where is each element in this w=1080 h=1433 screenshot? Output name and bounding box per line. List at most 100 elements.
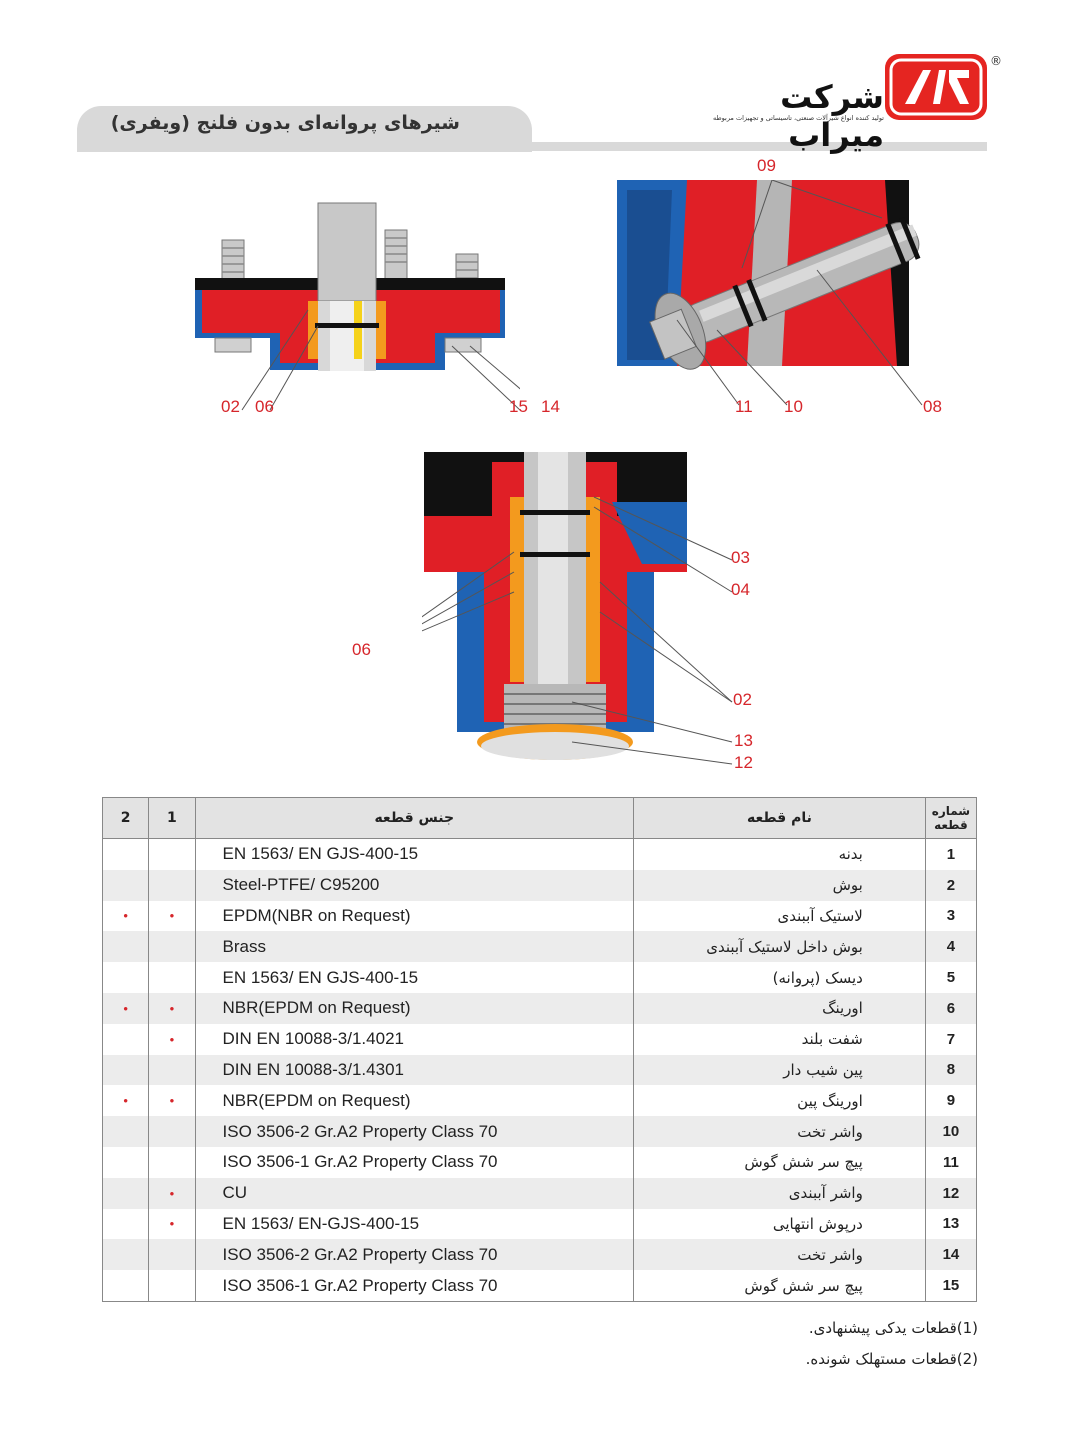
cell-part-number: 5 [924,962,978,993]
callout-10: 10 [784,397,803,416]
cell-part-name: بدنه [633,838,926,870]
cell-part-name: واشر تخت [633,1116,926,1147]
page-title: شیرهای پروانه‌ای بدون فلنج (ویفری) [110,112,460,134]
marker-spare [148,1270,196,1302]
marker-spare [148,931,196,963]
marker-consumable [101,1054,150,1086]
callout-04: 04 [731,580,750,599]
cell-material: NBR(EPDM on Request) [194,1085,635,1117]
cell-material: EN 1563/ EN GJS-400-15 [194,838,635,870]
col-header-material: جنس قطعه [194,797,635,839]
marker-consumable [101,869,150,901]
cell-part-name: واشر آببندی [633,1177,926,1209]
cell-part-name: واشر تخت [633,1239,926,1271]
cell-material: DIN EN 10088-3/1.4021 [194,1023,635,1055]
header-rule [77,142,987,151]
table-header-row: 2 1 جنس قطعه نام قطعه شماره قطعه [101,797,978,839]
cell-part-number: 7 [924,1023,978,1055]
marker-consumable: • [101,900,150,932]
cell-part-name: لاستیک آببندی [633,900,926,932]
marker-spare [148,869,196,901]
figure-pin-detail [617,180,947,420]
marker-consumable [101,931,150,963]
marker-spare [148,838,196,870]
callout-03: 03 [731,548,750,567]
marker-spare: • [148,900,196,932]
callout-08: 08 [923,397,942,416]
parts-table: 2 1 جنس قطعه نام قطعه شماره قطعه EN 1563… [101,797,978,1302]
cell-material: EN 1563/ EN GJS-400-15 [194,962,635,993]
marker-spare [148,962,196,993]
cell-material: Steel-PTFE/ C95200 [194,869,635,901]
callout-02-bottom: 02 [733,690,752,709]
cell-part-number: 2 [924,869,978,901]
marker-spare [148,1239,196,1271]
marker-consumable [101,1023,150,1055]
callout-14: 14 [541,397,560,416]
cell-part-number: 13 [924,1208,978,1240]
callout-06-bottom: 06 [352,640,371,659]
marker-consumable [101,1208,150,1240]
marker-consumable [101,1177,150,1209]
cell-part-number: 12 [924,1177,978,1209]
marker-spare [148,1054,196,1086]
cell-part-number: 11 [924,1146,978,1178]
cell-part-number: 4 [924,931,978,963]
cell-part-name: پین شیب دار [633,1054,926,1086]
cell-part-number: 15 [924,1270,978,1302]
cell-part-name: پیچ سر شش گوش [633,1270,926,1302]
cell-part-number: 6 [924,992,978,1024]
company-logo-mark [885,54,987,120]
cell-material: CU [194,1177,635,1209]
note-spare-parts: (1)قطعات یدکی پیشنهادی. [808,1319,978,1337]
marker-consumable [101,1270,150,1302]
callout-12: 12 [734,753,753,772]
marker-spare: • [148,1208,196,1240]
marker-consumable [101,962,150,993]
callout-11: 11 [735,397,753,416]
note-consumable-parts: (2)قطعات مستهلک شونده. [805,1350,978,1368]
callout-15: 15 [509,397,528,416]
cell-material: DIN EN 10088-3/1.4301 [194,1054,635,1086]
cell-part-number: 10 [924,1116,978,1147]
cell-material: ISO 3506-2 Gr.A2 Property Class 70 [194,1239,635,1271]
cell-part-name: بوش [633,869,926,901]
col-header-part-number: شماره قطعه [924,797,978,839]
cell-part-number: 3 [924,900,978,932]
cell-part-name: دیسک (پروانه) [633,962,926,993]
marker-spare [148,1116,196,1147]
cell-part-name: بوش داخل لاستیک آببندی [633,931,926,963]
marker-spare [148,1146,196,1178]
cell-part-number: 9 [924,1085,978,1117]
callout-09: 09 [757,156,776,175]
company-logo-text: شرکت میراب [780,78,885,154]
callout-06-top: 06 [255,397,274,416]
col-header-consumable: 2 [101,797,150,839]
cell-part-name: درپوش انتهایی [633,1208,926,1240]
cell-part-number: 1 [924,838,978,870]
cell-material: EN 1563/ EN-GJS-400-15 [194,1208,635,1240]
cell-part-name: اورینگ پین [633,1085,926,1117]
cell-part-name: اورینگ [633,992,926,1024]
marker-spare: • [148,1177,196,1209]
marker-consumable: • [101,1085,150,1117]
col-header-spare: 1 [148,797,196,839]
callout-02-top: 02 [221,397,240,416]
marker-consumable [101,838,150,870]
col-header-part-name: نام قطعه [633,797,926,839]
figure-flange-top [190,198,520,423]
